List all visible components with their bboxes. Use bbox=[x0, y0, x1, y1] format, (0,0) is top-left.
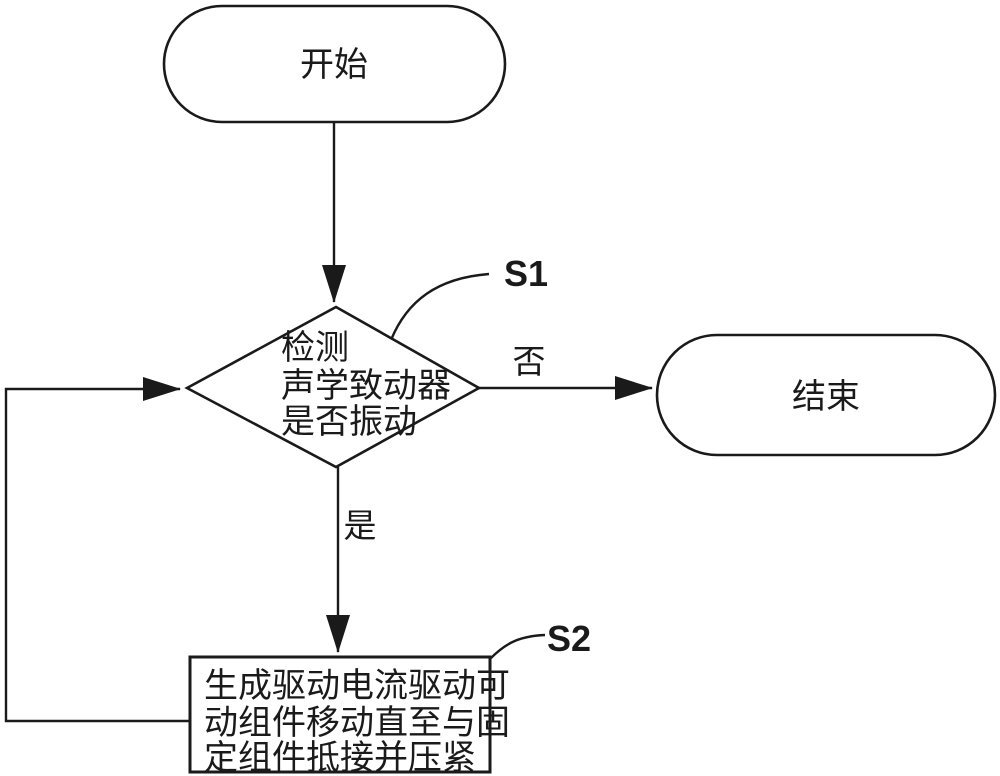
step-label-s2: S2 bbox=[547, 618, 591, 659]
start-node bbox=[162, 4, 507, 124]
end-node-label: 结束 bbox=[792, 377, 860, 417]
yes-branch-label: 是 bbox=[344, 506, 377, 545]
start-node-label: 开始 bbox=[300, 45, 368, 85]
decision-node-label-line1: 检测 bbox=[281, 328, 349, 368]
process-node-label-line3: 定组件抵接并压紧 bbox=[204, 738, 476, 776]
process-node-label-line1: 生成驱动电流驱动可 bbox=[204, 666, 510, 706]
leader-line-s2 bbox=[490, 633, 546, 659]
leader-line-s1 bbox=[389, 272, 490, 341]
step-label-s1: S1 bbox=[504, 253, 548, 294]
end-node bbox=[655, 333, 997, 457]
process-node-label-line2: 动组件移动直至与固 bbox=[204, 703, 510, 743]
decision-node-label-line2: 声学致动器 bbox=[281, 366, 451, 406]
no-branch-label: 否 bbox=[513, 342, 546, 381]
process-node bbox=[188, 655, 492, 774]
decision-node bbox=[184, 305, 482, 469]
edge-process-feedback-to-decision bbox=[4, 377, 190, 723]
decision-node-label-line3: 是否振动 bbox=[281, 402, 417, 442]
